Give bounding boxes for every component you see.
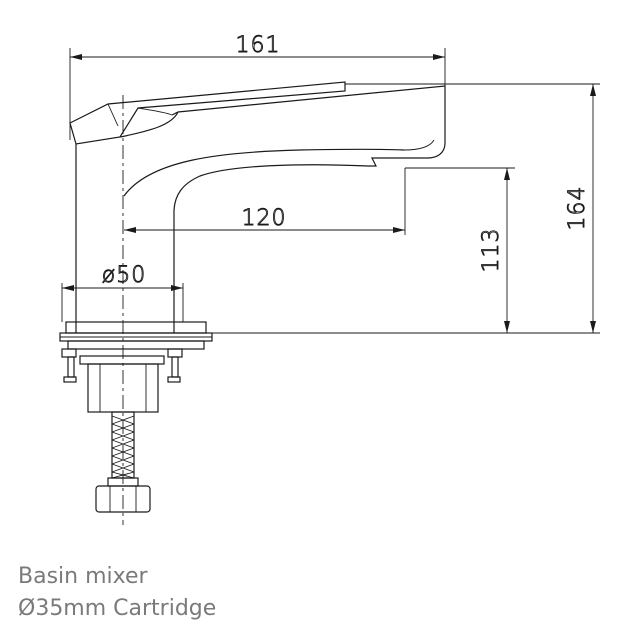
label-164: 164 xyxy=(565,186,590,231)
spout-underside xyxy=(173,164,369,333)
label-113: 113 xyxy=(479,228,504,273)
label-161: 161 xyxy=(236,33,281,58)
dimension-161 xyxy=(70,54,445,60)
faucet-body xyxy=(69,81,446,333)
label-diameter-50: ø50 xyxy=(102,263,146,288)
dimension-120 xyxy=(124,227,405,233)
caption-product-name: Basin mixer xyxy=(18,564,148,589)
label-120: 120 xyxy=(242,206,287,231)
extension-lines xyxy=(61,48,600,334)
spout-top-edge xyxy=(171,85,446,143)
lever-handle xyxy=(69,81,346,145)
hex-nut xyxy=(95,485,151,513)
mounting-assembly xyxy=(61,348,183,413)
dimension-113 xyxy=(504,168,510,333)
caption-cartridge-spec: Ø35mm Cartridge xyxy=(18,596,217,621)
base-flange xyxy=(59,321,213,350)
spout-front xyxy=(368,142,446,167)
dimension-164 xyxy=(590,84,596,333)
faucet-technical-drawing: 161 120 ø50 113 164 xyxy=(59,33,600,525)
